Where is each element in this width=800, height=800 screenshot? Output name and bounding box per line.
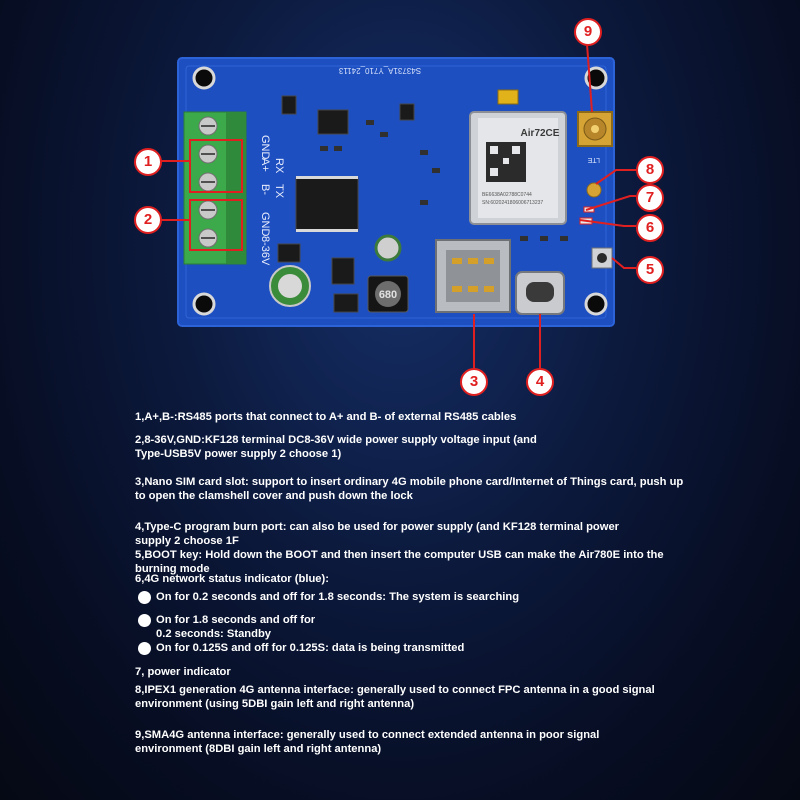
desc-power-indicator: 7, power indicator [135, 666, 231, 678]
desc-power-input: 2,8-36V,GND:KF128 terminal DC8-36V wide … [135, 434, 537, 460]
pcb-board: GND A+ RX B- TX GND 8-36V S43731A_Y710_2… [160, 43, 636, 370]
board-id: S43731A_Y710_24113 [338, 66, 421, 75]
desc-sma-antenna: 9,SMA4G antenna interface: generally use… [135, 729, 600, 755]
rs485-highlight [189, 139, 243, 193]
desc-rs485-ports: 1,A+,B-:RS485 ports that connect to A+ a… [135, 411, 517, 423]
tantalum-cap [497, 89, 519, 105]
mounting-holes [192, 66, 608, 316]
silk-a-plus: A+ [259, 158, 271, 172]
ipex-connector [586, 182, 602, 198]
silk-tx: TX [273, 184, 285, 199]
indicator-state-text: On for 0.125S and off for 0.125S: data i… [156, 642, 465, 654]
module-imei: SN:6020241806006713237 [482, 200, 543, 206]
indicator-state-transmitting: On for 0.125S and off for 0.125S: data i… [138, 641, 464, 655]
bullet-icon [138, 641, 151, 655]
indicator-state-text: On for 0.2 seconds and off for 1.8 secon… [156, 591, 520, 603]
callout-3: 3 [460, 368, 488, 396]
indicator-state-text: On for 1.8 seconds and off for 0.2 secon… [156, 614, 316, 640]
ic-regulator [331, 257, 355, 285]
desc-ipex-antenna: 8,IPEX1 generation 4G antenna interface:… [135, 684, 655, 710]
silk-b-minus: B- [259, 184, 271, 195]
indicator-state-searching: On for 0.2 seconds and off for 1.8 secon… [138, 590, 519, 604]
callout-4: 4 [526, 368, 554, 396]
indicator-state-standby: On for 1.8 seconds and off for 0.2 secon… [138, 613, 315, 641]
callout-1: 1 [134, 148, 162, 176]
power-highlight [189, 199, 243, 251]
ic-rs485 [317, 109, 349, 135]
module-code: BE6638A02788C0744 [482, 192, 532, 198]
inductor-label: 680 [379, 289, 397, 301]
desc-sim-slot: 3,Nano SIM card slot: support to insert … [135, 476, 684, 502]
callout-7: 7 [636, 184, 664, 212]
ic-main [295, 177, 359, 231]
lte-silk: LTE [587, 156, 600, 163]
callout-9: 9 [574, 18, 602, 46]
callout-8: 8 [636, 156, 664, 184]
callout-6: 6 [636, 214, 664, 242]
bullet-icon [138, 613, 151, 627]
silk-rx: RX [273, 158, 285, 174]
desc-boot-key: 5,BOOT key: Hold down the BOOT and then … [135, 549, 664, 575]
callout-2: 2 [134, 206, 162, 234]
callout-5: 5 [636, 256, 664, 284]
silk-gnd: GND [259, 135, 271, 160]
module-name: Air72CE [521, 128, 560, 139]
electrolytic-cap-2 [374, 234, 402, 262]
desc-type-c-port: 4,Type-C program burn port: can also be … [135, 521, 620, 547]
silk-gnd-2: GND [259, 212, 271, 237]
desc-network-indicator: 6,4G network status indicator (blue): [135, 573, 329, 585]
silk-8-36v: 8-36V [259, 236, 271, 266]
bullet-icon [138, 590, 151, 604]
product-photo: GND A+ RX B- TX GND 8-36V S43731A_Y710_2… [134, 18, 664, 396]
terminal-block [183, 111, 247, 265]
